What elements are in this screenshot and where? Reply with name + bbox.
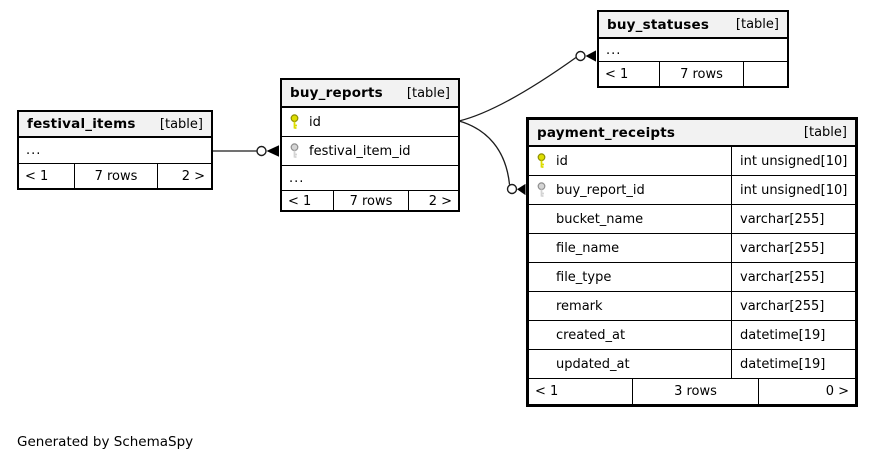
table-footer: < 1 7 rows [599,62,787,86]
table-name: buy_statuses [607,16,710,33]
column-row-id: id [282,108,458,137]
column-type: varchar[255] [731,234,855,262]
footer-parents-count: < 1 [282,191,334,212]
connector-festival-items-buy-reports [213,145,279,157]
table-footer: < 1 7 rows 2 > [19,164,211,188]
column-row-festival-item-id: festival_item_id [282,137,458,166]
column-row-file-type: file_type varchar[255] [529,263,855,292]
primary-key-icon [289,114,309,130]
footer-parents-count: < 1 [19,164,75,188]
table-header-buy-statuses[interactable]: buy_statuses [table] [599,12,787,39]
column-row-created-at: created_at datetime[19] [529,321,855,350]
collapsed-columns-row: ... [599,39,787,62]
footer-parents-count: < 1 [599,62,660,86]
table-header-buy-reports[interactable]: buy_reports [table] [282,80,458,108]
table-buy-statuses[interactable]: buy_statuses [table] ... < 1 7 rows [597,10,789,88]
column-row-bucket-name: bucket_name varchar[255] [529,205,855,234]
table-buy-reports[interactable]: buy_reports [table] id festival_item_id [280,78,460,212]
table-footer: < 1 7 rows 2 > [282,191,458,212]
table-header-payment-receipts[interactable]: payment_receipts [table] [529,120,855,147]
collapsed-columns-row: ... [19,138,211,164]
generated-by-note: Generated by SchemaSpy [17,434,194,450]
table-name: buy_reports [290,85,383,101]
column-row-file-name: file_name varchar[255] [529,234,855,263]
footer-rows-count: 7 rows [334,191,409,212]
column-name: bucket_name [556,211,644,227]
column-row-remark: remark varchar[255] [529,292,855,321]
table-footer: < 1 3 rows 0 > [529,379,855,404]
footer-children-count: 2 > [181,168,205,184]
column-type: varchar[255] [731,205,855,233]
column-row-buy-report-id: buy_report_id int unsigned[10] [529,176,855,205]
column-name: id [556,153,568,169]
footer-rows-count: 7 rows [75,164,158,188]
column-name: remark [556,298,603,314]
connector-buy-reports-buy-statuses [458,50,596,122]
column-name: festival_item_id [309,143,411,159]
column-type: datetime[19] [731,321,855,349]
table-name: payment_receipts [537,124,676,141]
table-tag: [table] [735,17,779,32]
column-name: id [309,114,321,130]
column-type: varchar[255] [731,263,855,291]
connector-buy-reports-payment-receipts [458,120,526,196]
collapsed-columns-row: ... [282,166,458,191]
foreign-key-icon [289,143,309,159]
footer-rows-count: 7 rows [660,62,744,86]
table-name: festival_items [27,116,136,132]
column-name: created_at [556,327,626,343]
column-type: int unsigned[10] [731,176,855,204]
footer-children-count: 0 > [825,384,849,399]
table-festival-items[interactable]: festival_items [table] ... < 1 7 rows 2 … [17,110,213,190]
table-tag: [table] [803,125,847,140]
column-name: buy_report_id [556,182,645,198]
footer-rows-count: 3 rows [633,379,759,404]
footer-children-count: 2 > [428,194,452,209]
column-name: file_name [556,240,620,256]
column-row-id: id int unsigned[10] [529,147,855,176]
primary-key-icon [536,153,556,169]
foreign-key-icon [536,182,556,198]
column-name: file_type [556,269,612,285]
column-type: int unsigned[10] [731,147,855,175]
column-type: datetime[19] [731,350,855,378]
footer-parents-count: < 1 [529,379,633,404]
table-payment-receipts[interactable]: payment_receipts [table] id int unsigned… [526,117,858,407]
table-tag: [table] [159,116,203,132]
column-type: varchar[255] [731,292,855,320]
column-row-updated-at: updated_at datetime[19] [529,350,855,379]
column-name: updated_at [556,356,630,372]
table-header-festival-items[interactable]: festival_items [table] [19,112,211,138]
table-tag: [table] [406,85,450,101]
footer-children-count [744,62,787,86]
